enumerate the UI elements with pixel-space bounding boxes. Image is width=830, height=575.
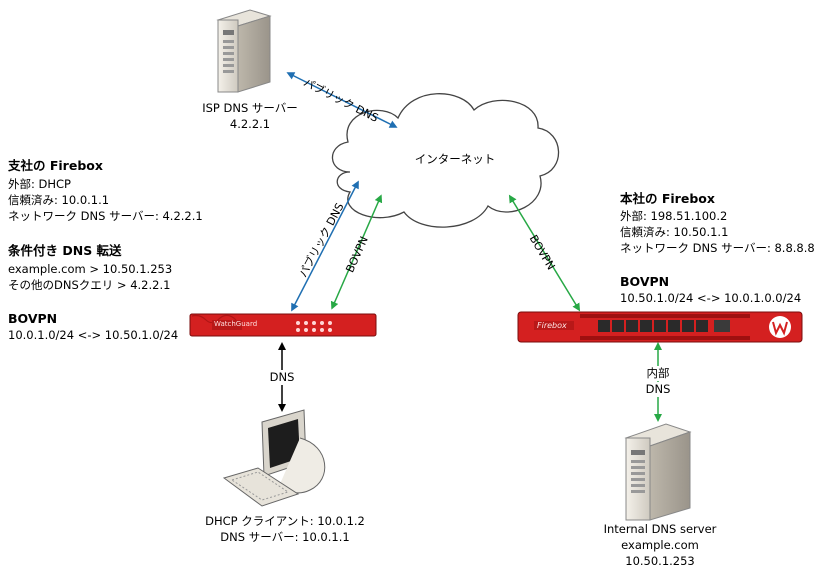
bovpn-arrow-left [330,194,383,310]
branch-conditional-title: 条件付き DNS 転送 [8,243,122,258]
internet-label: インターネット [414,152,496,166]
isp-dns-server-icon [216,9,272,93]
branch-rule-1: example.com > 10.50.1.253 [8,262,173,276]
client-dns-label: DNS [262,370,302,385]
internal-dns-server-line-1: Internal DNS server [603,522,717,536]
dhcp-client-computer-icon [222,409,326,507]
client-line-2: DNS サーバー: 10.0.1.1 [220,530,350,544]
branch-external: 外部: DHCP [8,177,71,191]
branch-trusted: 信頼済み: 10.0.1.1 [8,193,110,207]
hq-bovpn-route: 10.50.1.0/24 <-> 10.0.1.0.0/24 [620,291,802,305]
hq-external: 外部: 198.51.100.2 [620,209,728,223]
client-line-1: DHCP クライアント: 10.0.1.2 [205,514,365,528]
internal-dns-server-icon [624,423,692,521]
branch-title: 支社の Firebox [8,158,103,173]
branch-bovpn-title: BOVPN [8,311,58,326]
isp-dns-ip: 4.2.2.1 [229,117,271,131]
public-dns-arrow-top [286,72,398,128]
internal-dns-server-line-3: 10.50.1.253 [625,554,695,568]
branch-network-dns: ネットワーク DNS サーバー: 4.2.2.1 [8,209,203,223]
hq-title: 本社の Firebox [620,191,715,206]
hq-firebox-device [517,311,803,343]
internal-dns-label-1: 内部 [636,366,680,381]
hq-device-brand: Firebox [537,321,567,330]
branch-device-brand: WatchGuard [214,320,258,328]
internal-dns-label-2: DNS [636,382,680,397]
internal-dns-server-line-2: example.com [621,538,699,552]
hq-network-dns: ネットワーク DNS サーバー: 8.8.8.8 [620,241,815,255]
hq-bovpn-title: BOVPN [620,274,670,289]
branch-firebox-device [189,313,377,337]
hq-trusted: 信頼済み: 10.50.1.1 [620,225,729,239]
bovpn-arrow-right [508,194,581,312]
isp-dns-title: ISP DNS サーバー [202,101,298,115]
branch-rule-2: その他のDNSクエリ > 4.2.2.1 [8,278,171,292]
branch-bovpn-route: 10.0.1.0/24 <-> 10.50.1.0/24 [8,328,179,342]
